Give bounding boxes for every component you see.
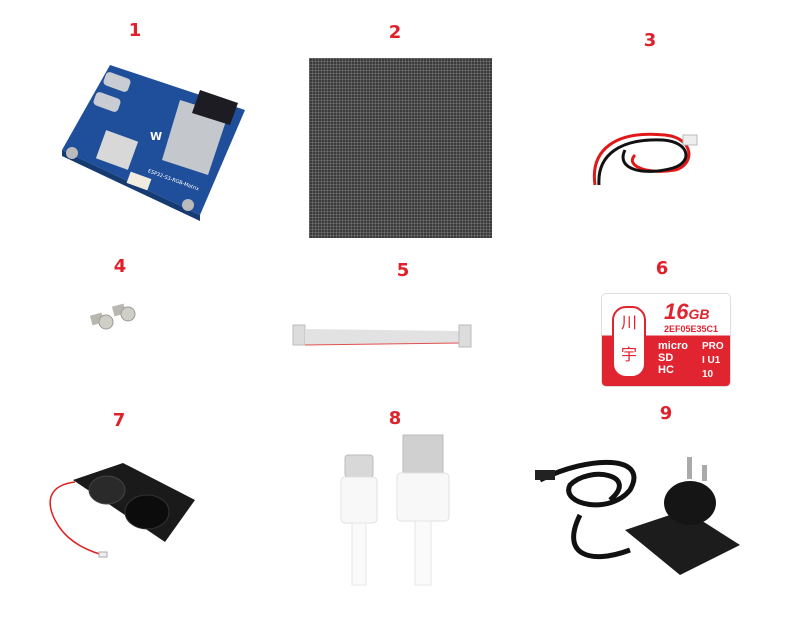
sd-logo: SD <box>658 352 674 364</box>
brand-char-1: 川 <box>620 315 637 332</box>
brand-char-2: 宇 <box>620 347 637 364</box>
capacity-unit: GB <box>688 306 710 322</box>
capacity: 16 <box>664 299 689 324</box>
item-number-7: 7 <box>112 410 126 431</box>
serial: 2EF05E35C1 <box>664 324 719 334</box>
item-number-2: 2 <box>388 22 402 43</box>
power-adapter-image <box>535 457 740 575</box>
ribbon-cable-image <box>292 324 472 348</box>
screws-image <box>89 303 136 330</box>
microsd-card-image: 川 宇 16GB 2EF05E35C1 micro SD HC PRO I U1… <box>601 293 731 387</box>
class-label: 10 <box>702 369 714 380</box>
svg-text:W: W <box>150 130 162 143</box>
item-number-1: 1 <box>128 20 142 41</box>
pro-label: PRO <box>702 341 724 352</box>
led-matrix-panel-image <box>309 58 492 238</box>
hc-logo: HC <box>658 364 674 376</box>
power-cable-image <box>592 132 698 186</box>
item-number-9: 9 <box>659 403 673 424</box>
uhs-label: I U1 <box>702 355 721 366</box>
item-number-4: 4 <box>113 256 127 277</box>
item-number-3: 3 <box>643 30 657 51</box>
item-number-8: 8 <box>388 408 402 429</box>
micro-logo: micro <box>658 340 688 352</box>
speaker-image <box>49 463 195 558</box>
usb-cable-image <box>340 434 450 586</box>
item-number-5: 5 <box>396 260 410 281</box>
esp32-board-image: W ESP32-S3-RGB-Matrix <box>62 65 245 221</box>
item-number-6: 6 <box>655 258 669 279</box>
